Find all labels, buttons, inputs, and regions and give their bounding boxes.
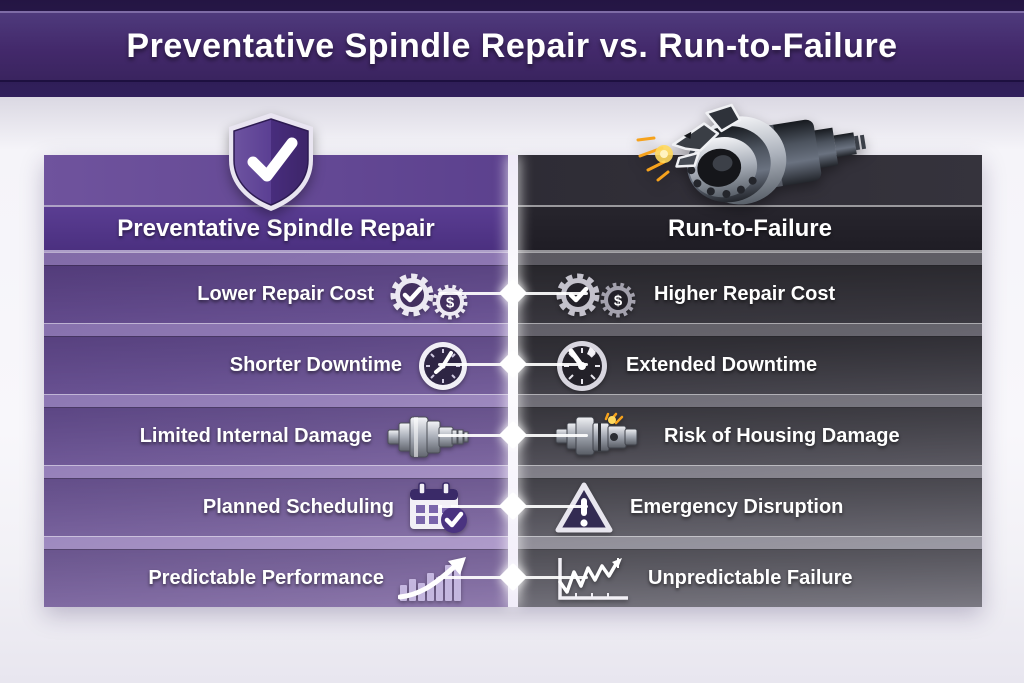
row-scheduling-right: Emergency Disruption [518, 465, 982, 536]
row-label: Risk of Housing Damage [664, 425, 900, 447]
gear-check-icon [390, 273, 434, 316]
row-damage-left: Limited Internal Damage [44, 394, 508, 465]
calendar-check-icon [410, 481, 467, 533]
row-label: Lower Repair Cost [197, 283, 374, 305]
row-label: Shorter Downtime [229, 354, 402, 376]
svg-text:$: $ [614, 292, 623, 309]
left-column-header: Preventative Spindle Repair [44, 205, 508, 252]
title-banner-inner: Preventative Spindle Repair vs. Run-to-F… [0, 11, 1024, 82]
left-rows: Lower Repair Cost [44, 252, 508, 607]
title-banner: Preventative Spindle Repair vs. Run-to-F… [0, 0, 1024, 97]
bar-chart-arrow-icon [398, 556, 466, 601]
row-downtime-left: Shorter Downtime [44, 323, 508, 394]
column-run-to-failure: Run-to-Failure [518, 155, 982, 607]
row-scheduling-left: Planned Scheduling [44, 465, 508, 536]
svg-text:$: $ [446, 294, 455, 311]
row-label: Higher Repair Cost [654, 283, 836, 305]
dollar-coin-icon: $ [432, 284, 468, 319]
row-performance-left: Predictable Performance [44, 536, 508, 607]
row-label: Planned Scheduling [202, 496, 394, 518]
row-repair-cost-left: Lower Repair Cost [44, 252, 508, 323]
row-label: Limited Internal Damage [139, 425, 372, 447]
comparison-table: Preventative Spindle Repair Lower Repair… [44, 155, 982, 607]
dollar-gear-icon: $ [600, 282, 636, 317]
broken-spindle-icon [618, 96, 876, 210]
row-damage-right: Risk of Housing Damage [518, 394, 982, 465]
right-column-header-label: Run-to-Failure [668, 214, 832, 242]
left-column-header-label: Preventative Spindle Repair [117, 214, 435, 242]
row-label: Predictable Performance [148, 567, 384, 589]
row-performance-right: Unpredictable Failure [518, 536, 982, 607]
row-downtime-right: Extended Downtime [518, 323, 982, 394]
row-repair-cost-right: $ Higher Repair Cost [518, 252, 982, 323]
line-chart-icon [558, 557, 628, 600]
column-preventative: Preventative Spindle Repair Lower Repair… [44, 155, 508, 607]
right-rows: $ Higher Repair Cost [518, 252, 982, 607]
row-label: Extended Downtime [626, 354, 818, 376]
spindle-spark-icon [555, 412, 638, 455]
row-label: Unpredictable Failure [648, 567, 853, 589]
row-label: Emergency Disruption [630, 496, 844, 518]
column-divider [508, 155, 518, 607]
shield-check-icon [220, 110, 322, 214]
right-column-header: Run-to-Failure [518, 205, 982, 252]
page-title: Preventative Spindle Repair vs. Run-to-F… [126, 27, 898, 65]
